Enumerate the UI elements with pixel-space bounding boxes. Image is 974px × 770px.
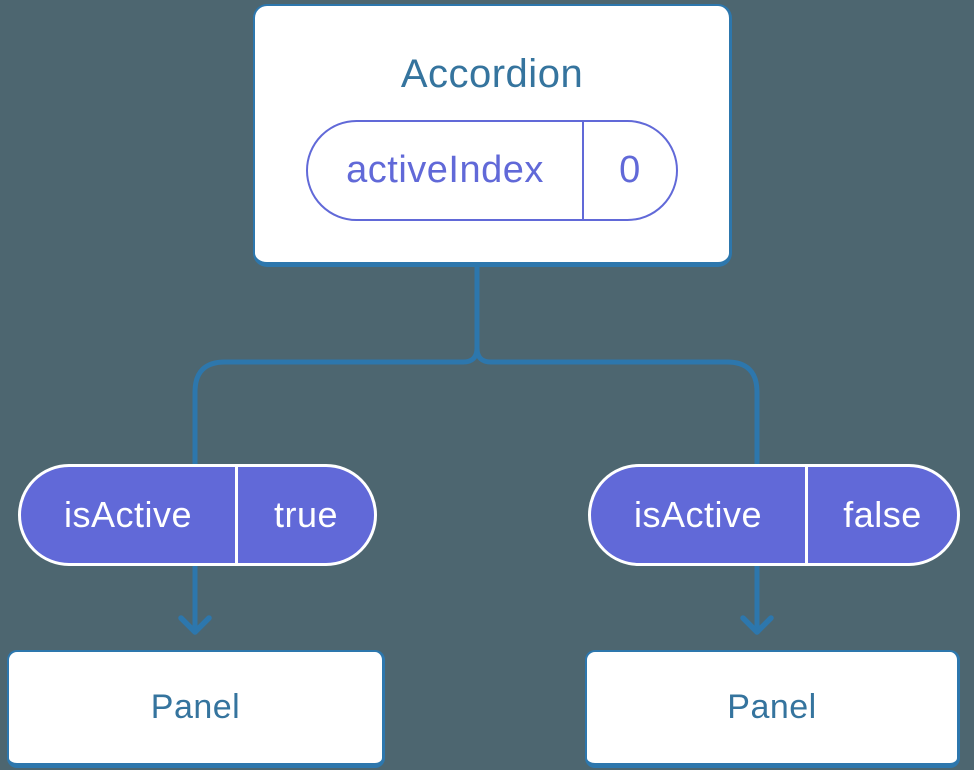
prop-pill-left: isActive true <box>18 464 377 566</box>
prop-value: false <box>805 467 957 563</box>
prop-value: true <box>235 467 374 563</box>
state-value: 0 <box>582 122 676 219</box>
component-title: Panel <box>150 688 241 726</box>
component-title: Accordion <box>400 52 584 96</box>
prop-name: isActive <box>63 494 193 535</box>
panel-component-box-left: Panel <box>7 650 385 768</box>
state-pill: activeIndex 0 <box>306 120 678 221</box>
branch-left-line <box>192 267 480 630</box>
state-name: activeIndex <box>346 149 544 191</box>
arrowhead-down-left-icon <box>178 615 212 635</box>
prop-name: isActive <box>633 494 763 535</box>
panel-component-box-right: Panel <box>585 650 960 768</box>
accordion-component-box: Accordion activeIndex 0 <box>253 4 732 267</box>
branch-right-line <box>474 267 760 630</box>
arrowhead-down-right-icon <box>740 615 774 635</box>
component-title: Panel <box>727 688 817 726</box>
prop-pill-right: isActive false <box>588 464 960 566</box>
